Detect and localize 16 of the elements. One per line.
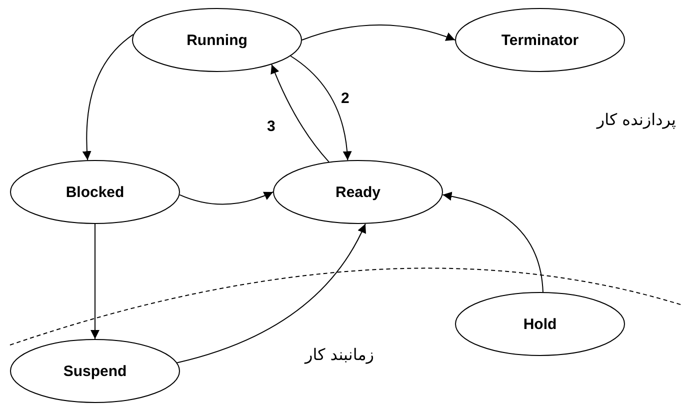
arrow xyxy=(90,224,100,340)
state-label: Hold xyxy=(523,316,557,332)
arrow xyxy=(179,192,274,205)
state-label: Terminator xyxy=(501,32,579,48)
region-label: زمانبند کار xyxy=(305,345,374,364)
state-label: Running xyxy=(186,32,248,48)
arrow xyxy=(82,34,134,161)
arrow xyxy=(270,64,330,162)
state-label: Ready xyxy=(335,184,381,200)
state-label: Suspend xyxy=(63,362,127,380)
arrow xyxy=(302,24,456,42)
arrow xyxy=(442,192,544,293)
arrow xyxy=(290,56,352,161)
region-label: پردازنده کار xyxy=(596,110,676,129)
arrow xyxy=(176,223,366,364)
state-label: Blocked xyxy=(66,184,124,200)
